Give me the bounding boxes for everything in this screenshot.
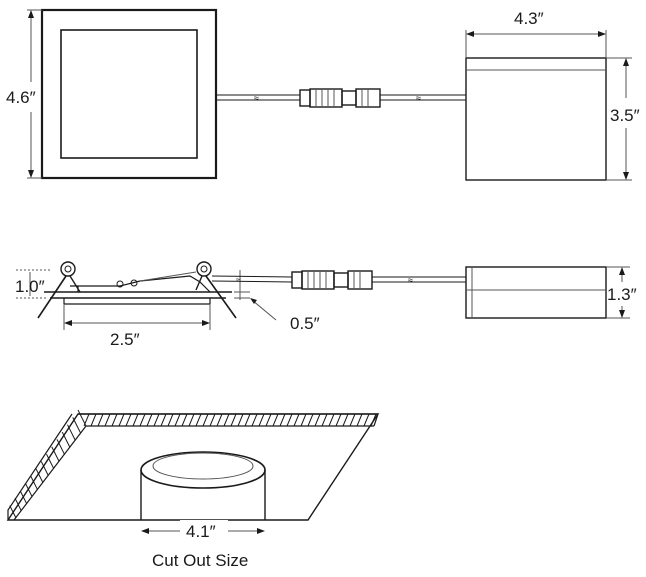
panel-height-dimension [27, 9, 42, 179]
hatch-top [83, 413, 377, 427]
side-flange-label: 0.5″ [290, 314, 320, 333]
driver-box-top [465, 57, 607, 181]
driver-width-dimension [465, 30, 607, 58]
panel-height-label: 4.6″ [6, 88, 36, 107]
side-connector [291, 270, 373, 290]
ceiling-slab [6, 413, 380, 521]
driver-height-dimension [606, 57, 632, 181]
svg-text:≈: ≈ [254, 93, 259, 103]
panel-front-outer [40, 8, 218, 180]
side-width-dimension [63, 304, 211, 330]
driver-width-label: 4.3″ [514, 9, 544, 28]
panel-front-inner [60, 29, 198, 159]
hatch-left [9, 409, 87, 518]
spring-clip-left [37, 261, 81, 319]
driver-height-label: 3.5″ [610, 106, 640, 125]
side-driver-height-dimension [606, 266, 630, 319]
side-cable-right: ≈ [372, 275, 466, 285]
top-cable-right: ≈ [380, 93, 466, 103]
top-cable-left: ≈ [216, 93, 300, 103]
svg-text:≈: ≈ [236, 275, 241, 285]
svg-text:≈: ≈ [416, 93, 421, 103]
cutout-hole [140, 451, 266, 520]
side-height-dimension [16, 269, 52, 299]
side-flange-dimension [234, 270, 277, 321]
cutout-view: 4.1″ Cut Out Size [6, 409, 380, 570]
cutout-caption: Cut Out Size [152, 551, 248, 570]
svg-text:≈: ≈ [408, 275, 413, 285]
side-cable-left: ≈ [211, 275, 293, 285]
side-height-label: 1.0″ [15, 277, 45, 296]
driver-box-side [465, 266, 607, 319]
side-view: 1.0″ 2.5″ 0.5″ ≈ [15, 261, 637, 349]
panel-side-body [44, 271, 232, 305]
top-view: 4.6″ ≈ ≈ [6, 8, 640, 181]
side-width-label: 2.5″ [110, 330, 140, 349]
spring-clip-right [195, 261, 237, 319]
side-driver-height-label: 1.3″ [607, 285, 637, 304]
top-connector [299, 88, 381, 108]
cutout-diameter-label: 4.1″ [186, 522, 216, 541]
